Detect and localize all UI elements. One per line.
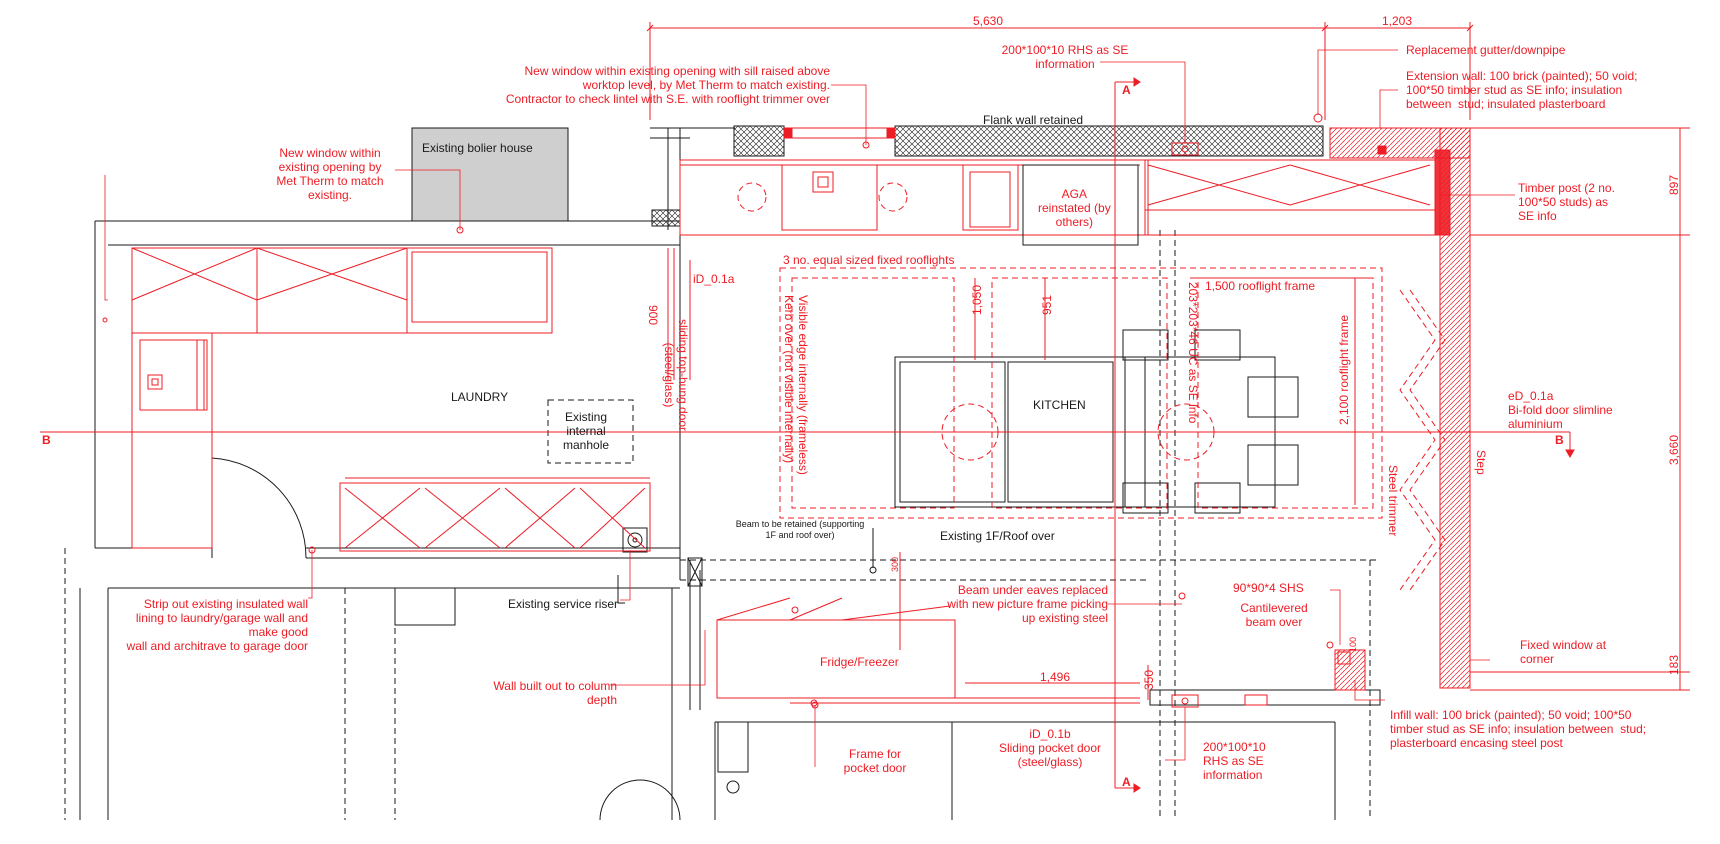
dim-top-1203: 1,203 [1382, 14, 1413, 28]
room-laundry: LAUNDRY [451, 390, 509, 404]
note-step: Step [1474, 450, 1488, 475]
room-manhole: Existing internal manhole [563, 410, 610, 452]
note-uc: 203*203*46 UC as SE info [1186, 282, 1200, 424]
note-service-riser: Existing service riser [508, 597, 619, 611]
note-strip-out: Strip out existing insulated wall lining… [126, 597, 308, 653]
note-rhs-top: 200*100*10 RHS as SE information [1001, 43, 1129, 71]
note-id01a: iD_0.1a [693, 272, 735, 286]
note-shs: 90*90*4 SHS [1233, 581, 1304, 595]
note-beam-eaves: Beam under eaves replaced with new pictu… [947, 583, 1108, 625]
room-aga: AGA reinstated (by others) [1038, 187, 1111, 229]
note-gutter: Replacement gutter/downpipe [1406, 43, 1566, 57]
dim-951: 951 [1040, 294, 1054, 315]
note-infill-wall: Infill wall: 100 brick (painted); 50 voi… [1390, 708, 1647, 750]
rooflight-3 [1197, 277, 1374, 509]
note-cantilevered: Cantilevered beam over [1240, 601, 1308, 629]
dim-top-5630: 5,630 [973, 14, 1004, 28]
room-kitchen: KITCHEN [1033, 398, 1086, 412]
existing-wall-hatch-left [733, 125, 785, 157]
dim-350: 350 [1142, 669, 1156, 690]
section-a-top: A [1122, 83, 1131, 97]
note-frame-pocket: Frame for pocket door [843, 747, 907, 775]
note-ed01a: eD_0.1a Bi-fold door slimline aluminium [1508, 389, 1613, 431]
note-flank-wall: Flank wall retained [983, 113, 1084, 127]
rooflight-1 [791, 277, 955, 509]
note-wall-built: Wall built out to column depth [493, 679, 617, 707]
note-steel-trimmer: Steel trimmer [1386, 465, 1400, 537]
dim-right-183: 183 [1667, 654, 1681, 675]
section-b-left: B [42, 433, 51, 447]
note-rooflights: 3 no. equal sized fixed rooflights [783, 253, 955, 267]
dim-300: 300 [890, 556, 900, 572]
dim-rooflight-width: 1,500 rooflight frame [1205, 279, 1316, 293]
dim-right-3660: 3,660 [1667, 434, 1681, 465]
existing-wall-hatch-top [894, 125, 1324, 157]
section-a-bottom: A [1122, 775, 1131, 789]
existing-walls [64, 125, 1381, 821]
note-extension-wall: Extension wall: 100 brick (painted); 50 … [1406, 69, 1638, 111]
note-sliding-top-hung: sliding top-hung door (steel/glass) [662, 318, 690, 432]
note-new-window-top: New window within existing opening with … [505, 64, 830, 106]
note-beam-retained: Beam to be retained (supporting 1F and r… [735, 519, 865, 540]
room-fridge: Fridge/Freezer [820, 655, 899, 669]
note-rhs-bottom: 200*100*10 RHS as SE information [1203, 740, 1266, 782]
dim-right-897: 897 [1667, 174, 1681, 195]
dim-900: 900 [646, 305, 660, 326]
section-b-right: B [1555, 433, 1564, 447]
proposed-elements [40, 22, 1690, 793]
dim-rooflight-height: 2,100 rooflight frame [1337, 314, 1351, 425]
dim-1050: 1,050 [970, 284, 984, 315]
note-existing-1f: Existing 1F/Roof over [940, 529, 1055, 543]
dim-100: 100 [1348, 636, 1358, 652]
note-visible-edge: Visible edge internally (frameless) Kerb… [782, 295, 810, 475]
note-timber-post: Timber post (2 no. 100*50 studs) as SE i… [1518, 181, 1615, 223]
note-new-window-left: New window within existing opening by Me… [276, 146, 384, 202]
dim-1496: 1,496 [1040, 670, 1071, 684]
room-boiler-house: Existing bolier house [422, 141, 533, 155]
note-id01b: iD_0.1b Sliding pocket door (steel/glass… [998, 727, 1102, 769]
note-fixed-window: Fixed window at corner [1520, 638, 1607, 666]
boiler-house [411, 127, 569, 222]
rooflight-2 [991, 277, 1168, 509]
